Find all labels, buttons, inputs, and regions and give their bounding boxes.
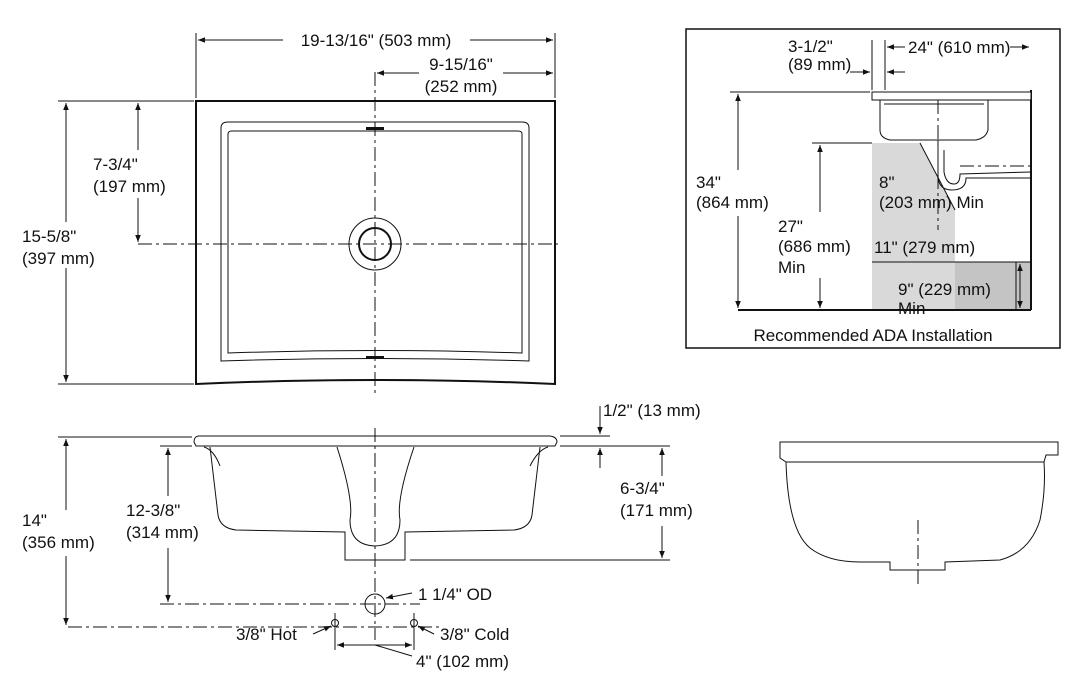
knee-depth-label-1: 8"	[879, 173, 895, 192]
depth-label-2: (397 mm)	[22, 249, 95, 268]
cold-supply-label: 3/8" Cold	[440, 625, 509, 644]
drain-height-label-2: (314 mm)	[126, 523, 199, 542]
drain-height-label-1: 12-3/8"	[126, 501, 180, 520]
hot-supply-label: 3/8" Hot	[236, 625, 297, 644]
rim-height-label-1: 34"	[696, 173, 721, 192]
top-half-width-label-1: 9-15/16"	[429, 55, 493, 74]
supply-spacing-label: 4" (102 mm)	[416, 652, 509, 671]
top-half-width-label-2: (252 mm)	[425, 77, 498, 96]
front-view: 1 1/4" OD 3/8" Hot 3/8" Cold 4" (102 mm)…	[22, 401, 701, 671]
knee-height-label-3: Min	[778, 258, 805, 277]
side-rim	[779, 441, 1059, 463]
bowl-depth-label-1: 6-3/4"	[620, 479, 665, 498]
knee-height-label-2: (686 mm)	[778, 237, 851, 256]
drain-od-label: 1 1/4" OD	[418, 585, 492, 604]
toe-depth-label: 11" (279 mm)	[874, 238, 975, 257]
clear-width-label: 24" (610 mm)	[908, 38, 1010, 57]
top-view: 19-13/16" (503 mm) 9-15/16" (252 mm) 7-3…	[22, 31, 558, 396]
overall-height-label-2: (356 mm)	[22, 533, 95, 552]
ada-sink-bowl	[879, 99, 989, 141]
toe-height-label-2: Min	[898, 299, 925, 318]
ada-caption: Recommended ADA Installation	[753, 326, 992, 345]
setback-label-2: (89 mm)	[788, 55, 851, 74]
ada-inset: 3-1/2" (89 mm) 24" (610 mm) 34" (864 mm)…	[685, 28, 1061, 349]
front-rim	[193, 435, 558, 447]
depth-label-1: 15-5/8"	[22, 227, 76, 246]
top-width-label: 19-13/16" (503 mm)	[301, 31, 452, 50]
bowl-depth-label-2: (171 mm)	[620, 501, 693, 520]
drain-outlet-circle	[364, 593, 386, 615]
top-view-rim	[220, 121, 530, 362]
trap	[937, 140, 1031, 191]
knee-height-label-1: 27"	[778, 217, 803, 236]
toe-height-label-1: 9" (229 mm)	[898, 280, 991, 299]
rim-thickness-label: 1/2" (13 mm)	[603, 401, 701, 420]
drain-offset-label-2: (197 mm)	[93, 177, 166, 196]
side-bowl	[785, 461, 1045, 571]
setback-label-1: 3-1/2"	[788, 37, 833, 56]
countertop	[871, 91, 1032, 101]
drain-offset-label-1: 7-3/4"	[93, 155, 138, 174]
side-view	[779, 441, 1059, 584]
rim-height-label-2: (864 mm)	[696, 193, 769, 212]
top-view-outline	[195, 100, 556, 386]
overall-height-label-1: 14"	[22, 511, 47, 530]
knee-depth-label-2: (203 mm) Min	[879, 193, 984, 212]
